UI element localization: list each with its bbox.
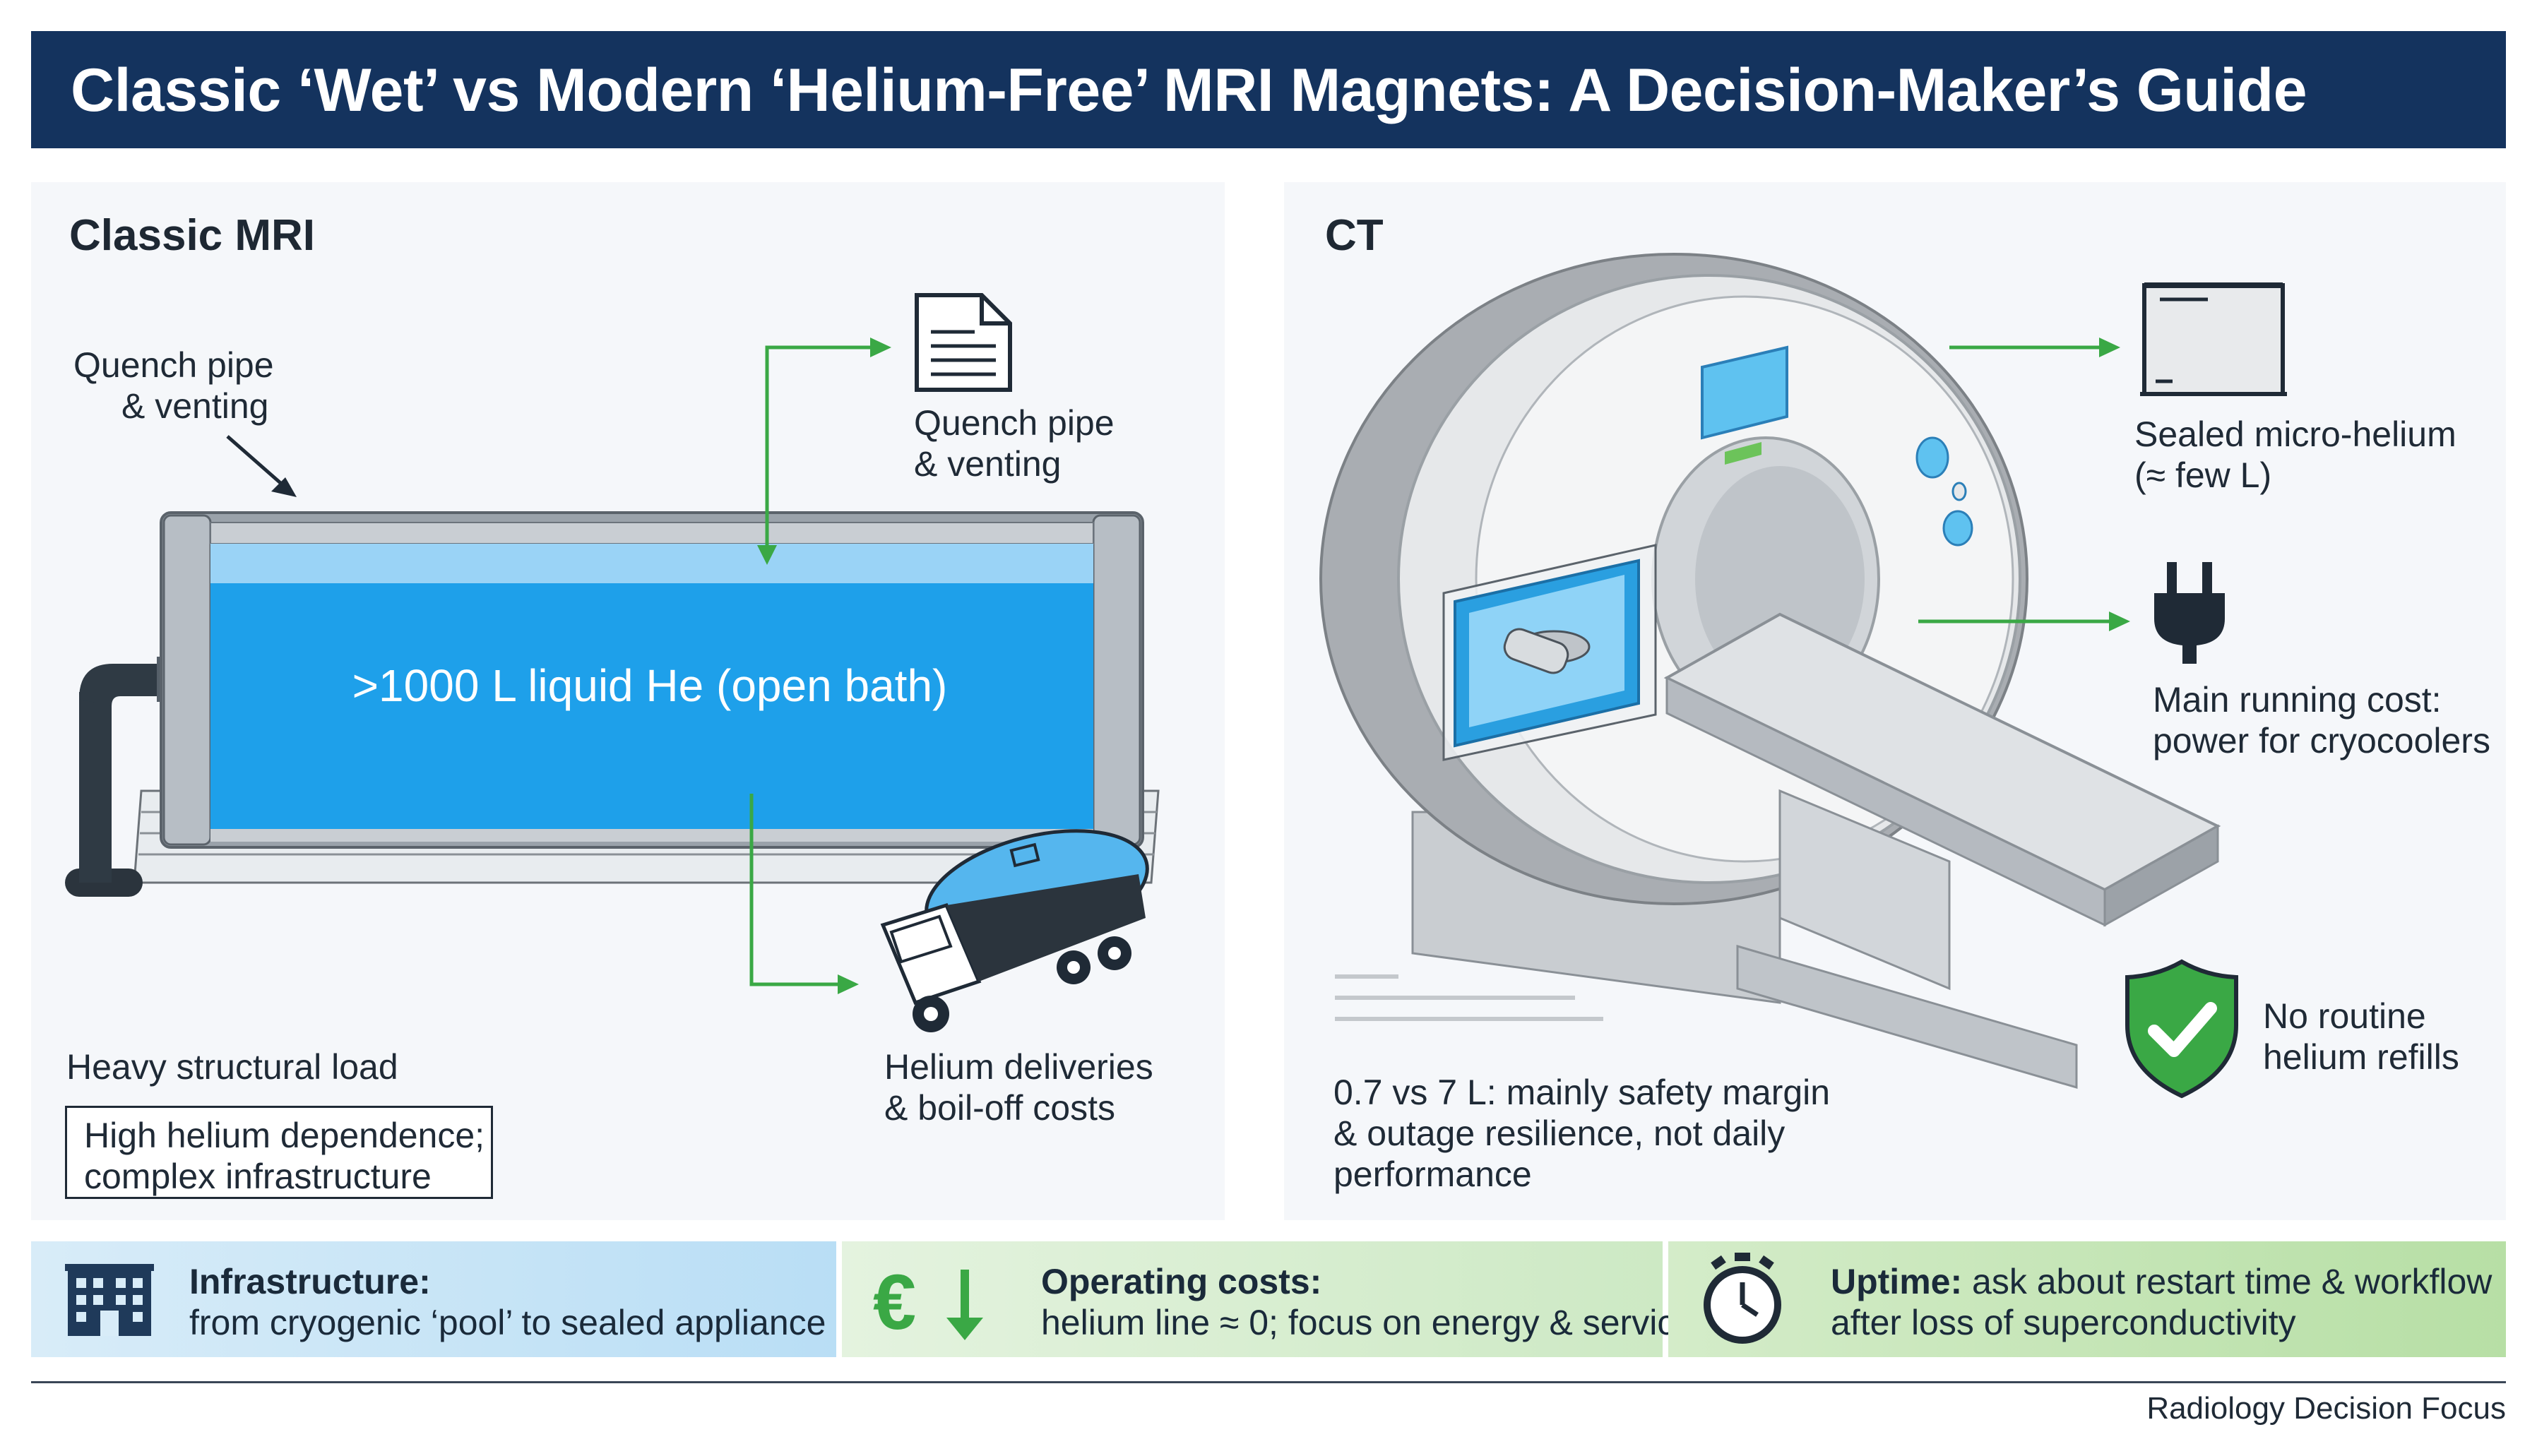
page-title: Classic ‘Wet’ vs Modern ‘Helium-Free’ MR… xyxy=(71,56,2307,124)
quench-label-left-line2: & venting xyxy=(121,386,269,426)
sealed-module-icon xyxy=(2140,282,2287,396)
operating-costs-text: Operating costs: helium line ≈ 0; focus … xyxy=(1041,1261,1694,1343)
quench-pointer-arrow xyxy=(226,435,297,497)
operating-body: helium line ≈ 0; focus on energy & servi… xyxy=(1041,1303,1695,1342)
building-icon xyxy=(65,1264,154,1336)
quench-label-right: Quench pipe & venting xyxy=(914,402,1115,484)
open-bath-tank xyxy=(160,511,1144,849)
title-bar xyxy=(31,31,2506,148)
summary-strip: Infrastructure: from cryogenic ‘pool’ to… xyxy=(31,1241,2506,1357)
delivery-label-line2: & boil-off costs xyxy=(884,1088,1116,1128)
safety-margin-label: 0.7 vs 7 L: mainly safety margin & outag… xyxy=(1333,1072,1830,1195)
green-arrows xyxy=(749,345,874,986)
classic-magnet-diagram xyxy=(65,293,1160,1032)
footer-source: Radiology Decision Focus xyxy=(2146,1391,2506,1426)
quench-label-right-line2: & venting xyxy=(914,444,1062,484)
quench-label-left-line1: Quench pipe xyxy=(73,345,274,385)
sealed-helium-label: Sealed micro-helium (≈ few L) xyxy=(2134,414,2456,496)
uptime-body-line2: after loss of superconductivity xyxy=(1831,1303,2296,1342)
no-refill-label: No routine helium refills xyxy=(2263,996,2459,1078)
quench-label-right-line1: Quench pipe xyxy=(914,403,1115,443)
uptime-heading: Uptime: xyxy=(1831,1262,1963,1301)
ct-heading: CT xyxy=(1325,211,1384,260)
delivery-label-line1: Helium deliveries xyxy=(884,1047,1153,1087)
operating-costs-tile: € Operating costs: helium line ≈ 0; focu… xyxy=(842,1241,1694,1357)
shield-check-icon xyxy=(2125,959,2238,1099)
power-label-line1: Main running cost: xyxy=(2153,680,2442,720)
document-icon xyxy=(915,293,1012,392)
helium-dependence-note: High helium dependence; complex infrastr… xyxy=(65,1106,493,1199)
sealed-label-line2: (≈ few L) xyxy=(2134,455,2272,495)
structural-load-label: Heavy structural load xyxy=(66,1047,398,1087)
uptime-text: Uptime: ask about restart time & workflo… xyxy=(1831,1261,2492,1343)
quench-label-left: Quench pipe & venting xyxy=(73,345,274,426)
infrastructure-text: Infrastructure: from cryogenic ‘pool’ to… xyxy=(189,1261,826,1343)
refill-label-line1: No routine xyxy=(2263,996,2426,1036)
refill-label-line2: helium refills xyxy=(2263,1037,2459,1077)
bath-label: >1000 L liquid He (open bath) xyxy=(352,660,948,711)
sealed-label-line1: Sealed micro-helium xyxy=(2134,414,2456,454)
stopwatch-icon xyxy=(1704,1253,1781,1344)
mri-scanner-icon xyxy=(1319,253,2221,1089)
uptime-body-line1: ask about restart time & workflow xyxy=(1972,1262,2493,1301)
margin-label-line3: performance xyxy=(1333,1154,1532,1194)
delivery-label: Helium deliveries & boil-off costs xyxy=(884,1046,1153,1128)
power-label-line2: power for cryocoolers xyxy=(2153,721,2490,760)
euro-down-icon: € xyxy=(873,1259,983,1346)
svg-text:€: € xyxy=(873,1259,916,1346)
margin-label-line1: 0.7 vs 7 L: mainly safety margin xyxy=(1333,1073,1831,1112)
infrastructure-heading: Infrastructure: xyxy=(189,1262,431,1301)
infrastructure-tile: Infrastructure: from cryogenic ‘pool’ to… xyxy=(31,1241,836,1357)
power-plug-icon xyxy=(2154,562,2225,664)
note-line2: complex infrastructure xyxy=(84,1157,432,1196)
operating-heading: Operating costs: xyxy=(1041,1262,1322,1301)
uptime-tile: Uptime: ask about restart time & workflo… xyxy=(1668,1241,2506,1357)
tank-truck-icon xyxy=(880,829,1149,1032)
classic-mri-heading: Classic MRI xyxy=(69,211,316,260)
power-cost-label: Main running cost: power for cryocoolers xyxy=(2153,679,2490,761)
margin-label-line2: & outage resilience, not daily xyxy=(1333,1114,1786,1153)
infrastructure-body: from cryogenic ‘pool’ to sealed applianc… xyxy=(189,1303,826,1342)
note-line1: High helium dependence; xyxy=(84,1116,485,1155)
footer-divider xyxy=(31,1381,2506,1383)
